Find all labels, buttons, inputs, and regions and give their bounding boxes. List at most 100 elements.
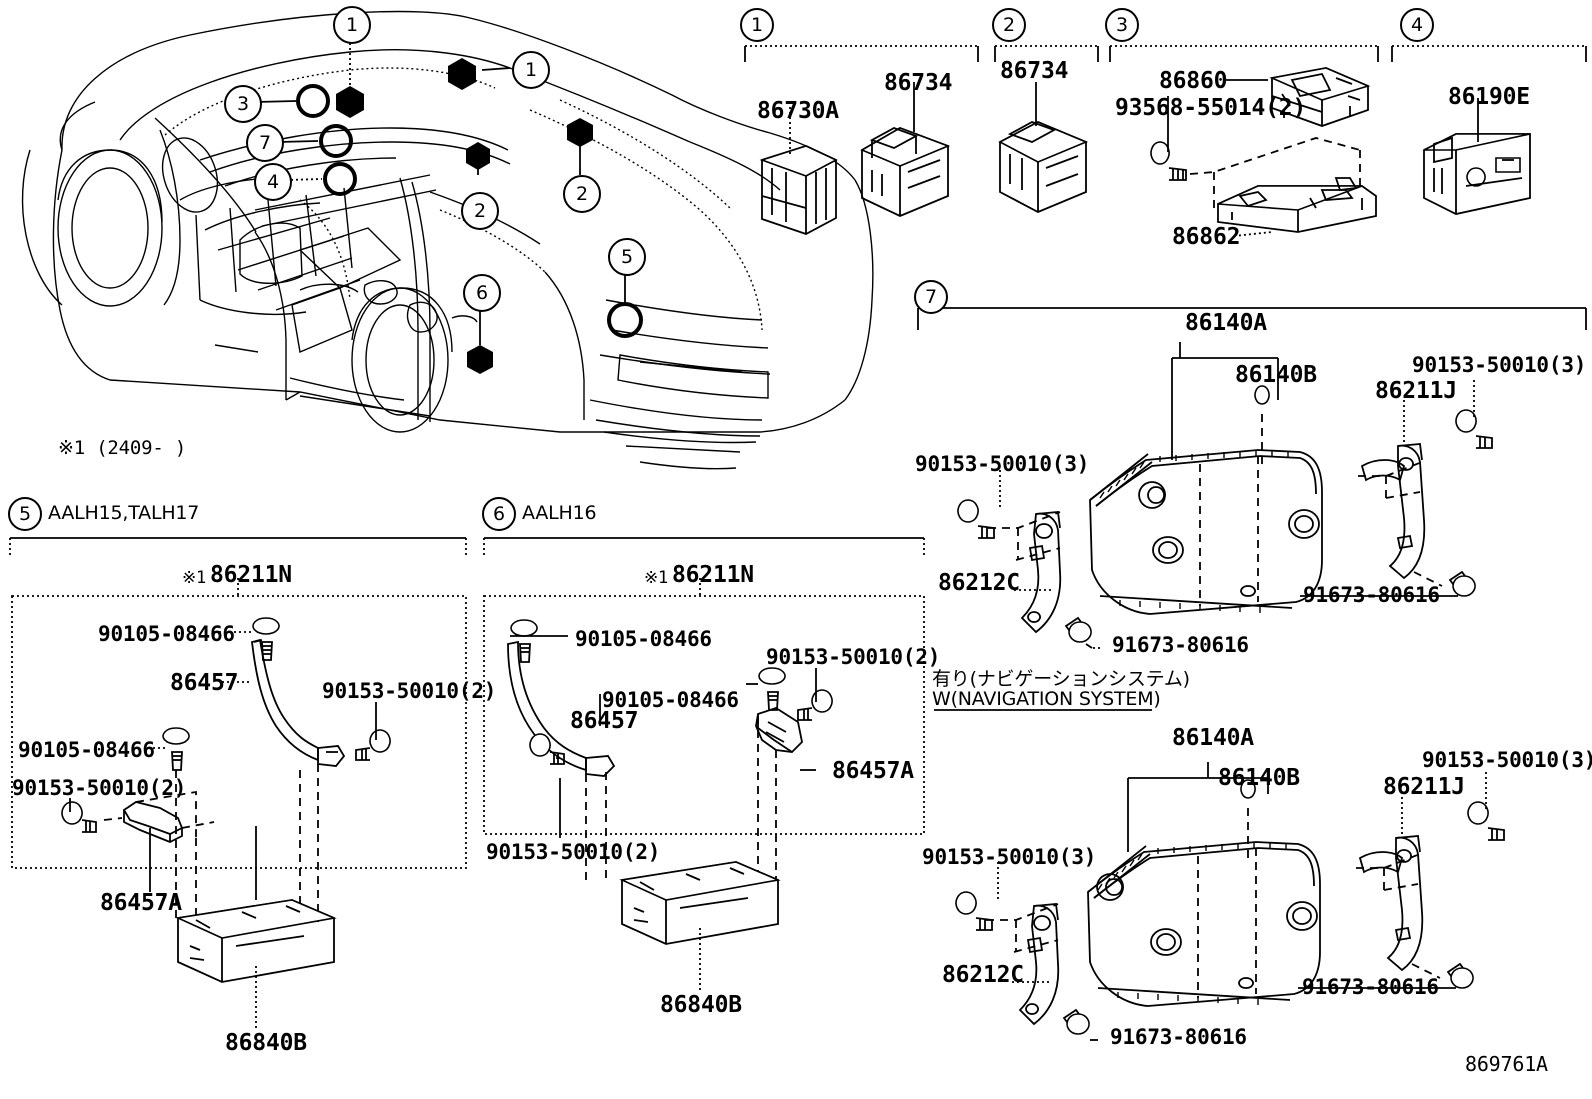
s6-part-86457[interactable]: 86457 — [570, 708, 639, 734]
part-label-91673-80616-lower-right[interactable]: 91673-80616 — [1302, 975, 1439, 999]
vehicle-ring-markers — [296, 84, 643, 338]
part-label-86730A[interactable]: 86730A — [757, 98, 839, 124]
callout-6[interactable]: 6 — [463, 274, 501, 312]
group-7-badge[interactable]: 7 — [914, 280, 948, 314]
callout-4[interactable]: 4 — [254, 163, 292, 201]
section5-title: AALH15,TALH17 — [48, 502, 200, 524]
part-label-93568-55014[interactable]: 93568-55014(2) — [1115, 95, 1307, 121]
section5-assembly-star: ※1 — [182, 568, 207, 588]
part-86860-drawing — [1269, 67, 1371, 127]
callout-2-mid[interactable]: 2 — [461, 192, 499, 230]
s5-part-90105-08466-top[interactable]: 90105-08466 — [98, 622, 235, 646]
part-86862-drawing — [1217, 177, 1377, 233]
s6-part-86457A[interactable]: 86457A — [832, 758, 914, 784]
group7-upper-leaders — [999, 380, 1475, 649]
group-brackets-top — [744, 45, 1587, 330]
part-86190E-drawing — [1423, 133, 1531, 215]
s5-part-86840B[interactable]: 86840B — [225, 1030, 307, 1056]
part-label-91673-80616-upper-left[interactable]: 91673-80616 — [1112, 633, 1249, 657]
screw-lower-right — [1448, 570, 1476, 597]
screw-s6-mid — [758, 667, 786, 711]
s5-part-90105-08466-mid[interactable]: 90105-08466 — [18, 738, 155, 762]
part-label-86212C-lower[interactable]: 86212C — [942, 962, 1024, 988]
part-label-86211J-lower[interactable]: 86211J — [1383, 774, 1465, 800]
group-1-badge[interactable]: 1 — [740, 8, 774, 42]
section6-leaders — [510, 635, 817, 992]
part-label-90153-50010-upper-right[interactable]: 90153-50010(3) — [1412, 353, 1587, 377]
vehicle-hex-markers — [336, 58, 593, 374]
bolt-lower-left-2 — [955, 891, 993, 931]
part-86734a-drawing — [860, 127, 951, 217]
group-3-badge[interactable]: 3 — [1105, 8, 1139, 42]
group-5-badge[interactable]: 5 — [8, 497, 42, 531]
group3-assembly-guides — [1189, 137, 1361, 212]
part-label-86734-g1[interactable]: 86734 — [884, 70, 953, 96]
s5-part-90153-50010-right[interactable]: 90153-50010(2) — [322, 679, 497, 703]
nut-s6-left — [529, 733, 565, 765]
callout-3[interactable]: 3 — [224, 85, 262, 123]
section5-leaders — [69, 631, 377, 1030]
nut-s5-left — [61, 801, 97, 833]
nav-system-label-en: W(NAVIGATION SYSTEM) — [932, 688, 1161, 710]
bolt-lower-right-2 — [1467, 801, 1505, 841]
callout-7[interactable]: 7 — [246, 124, 284, 162]
part-label-86190E[interactable]: 86190E — [1448, 84, 1530, 110]
part-label-91673-80616-lower-left[interactable]: 91673-80616 — [1110, 1025, 1247, 1049]
nut-s5-right — [355, 729, 391, 761]
section5-assembly-code[interactable]: 86211N — [210, 562, 292, 588]
part-label-86211J-upper[interactable]: 86211J — [1375, 378, 1457, 404]
section6-assembly-code[interactable]: 86211N — [672, 562, 754, 588]
screw-s5-top — [252, 617, 280, 661]
s6-part-90153-50010-left[interactable]: 90153-50010(2) — [486, 840, 661, 864]
part-label-86140A-lower[interactable]: 86140A — [1172, 725, 1254, 751]
part-label-90153-50010-lower-right[interactable]: 90153-50010(3) — [1422, 748, 1592, 772]
part-label-86140B-lower[interactable]: 86140B — [1218, 765, 1300, 791]
group-6-badge[interactable]: 6 — [482, 497, 516, 531]
group-4-badge[interactable]: 4 — [1400, 8, 1434, 42]
callout-1-top[interactable]: 1 — [333, 6, 371, 44]
part-label-86212C-upper[interactable]: 86212C — [938, 570, 1020, 596]
s6-part-86840B[interactable]: 86840B — [660, 992, 742, 1018]
s6-part-90105-08466-top[interactable]: 90105-08466 — [575, 627, 712, 651]
part-label-86140B-upper[interactable]: 86140B — [1235, 362, 1317, 388]
s6-part-90153-50010-right[interactable]: 90153-50010(2) — [766, 645, 941, 669]
vehicle-illustration — [21, 10, 874, 470]
part-label-86734-g2[interactable]: 86734 — [1000, 58, 1069, 84]
part-93568-55014-bolt — [1150, 141, 1187, 181]
screw-lower-right-2 — [1446, 962, 1474, 989]
callout-1-right[interactable]: 1 — [512, 51, 550, 89]
group7-upper — [957, 342, 1493, 643]
callout-5[interactable]: 5 — [608, 238, 646, 276]
nut-s6-right — [797, 689, 833, 721]
section5-panel — [9, 537, 467, 983]
part-label-86860[interactable]: 86860 — [1159, 68, 1228, 94]
part-label-91673-80616-upper-right[interactable]: 91673-80616 — [1303, 583, 1440, 607]
callout-2-right[interactable]: 2 — [563, 175, 601, 213]
s5-part-86457A[interactable]: 86457A — [100, 890, 182, 916]
section6-panel — [483, 537, 925, 945]
part-86734b-drawing — [998, 121, 1089, 213]
part-label-86140A-upper[interactable]: 86140A — [1185, 310, 1267, 336]
bolt-upper-left — [957, 499, 995, 539]
part-label-86862[interactable]: 86862 — [1172, 224, 1241, 250]
group-2-badge[interactable]: 2 — [992, 8, 1026, 42]
screw-s6-top — [510, 619, 538, 663]
part-label-90153-50010-lower-left[interactable]: 90153-50010(3) — [922, 845, 1097, 869]
diagram-number: 869761A — [1465, 1052, 1548, 1076]
screw-lower-left — [1064, 616, 1092, 643]
part-label-90153-50010-upper-left[interactable]: 90153-50010(3) — [915, 452, 1090, 476]
diagram-footnote: ※1 (2409- ) — [58, 437, 187, 459]
part-86730A-drawing — [759, 145, 838, 235]
vehicle-callout-leaders — [255, 38, 626, 345]
s5-part-86457[interactable]: 86457 — [170, 670, 239, 696]
s6-part-90105-08466-mid[interactable]: 90105-08466 — [602, 688, 739, 712]
nav-system-label-jp: 有り(ナビゲーションシステム) — [932, 668, 1190, 690]
screw-s5-mid — [162, 727, 190, 771]
s5-part-90153-50010-left[interactable]: 90153-50010(2) — [12, 776, 187, 800]
group7-lower — [955, 762, 1505, 1035]
group7-lower-leaders — [997, 772, 1487, 1041]
bolt-upper-right — [1455, 409, 1493, 449]
topgroup-leaders — [789, 79, 1479, 237]
